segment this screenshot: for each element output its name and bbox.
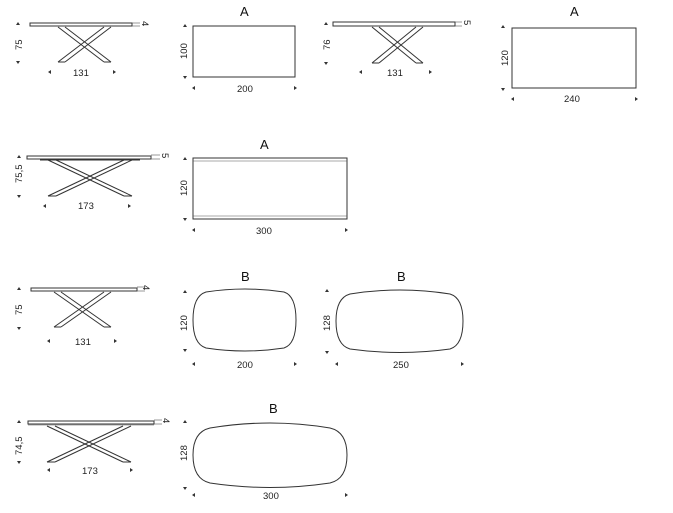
height-label: 74,5 (14, 437, 25, 456)
width-label: 131 (73, 68, 89, 79)
length-label: 200 (237, 84, 253, 95)
width-label: 173 (82, 466, 98, 477)
top-view-a-3: A 120 300 (179, 137, 348, 237)
width-label: 131 (75, 337, 91, 348)
model-label: A (570, 4, 579, 19)
depth-label: 128 (179, 445, 190, 461)
model-label: A (240, 4, 249, 19)
thickness-label: 5 (461, 20, 472, 25)
depth-label: 120 (179, 315, 190, 331)
depth-label: 120 (179, 180, 190, 196)
height-label: 75,5 (14, 165, 25, 184)
side-view-3: 5 75,5 173 (14, 153, 170, 212)
top-view-b-1: B 120 200 (179, 269, 297, 371)
model-label: B (269, 401, 278, 416)
model-label: B (397, 269, 406, 284)
length-label: 240 (564, 94, 580, 105)
width-label: 131 (387, 68, 403, 79)
length-label: 200 (237, 360, 253, 371)
height-label: 76 (322, 39, 333, 50)
depth-label: 100 (179, 43, 190, 59)
thickness-label: 4 (140, 285, 151, 290)
thickness-label: 5 (159, 153, 170, 158)
top-view-b-3: B 128 300 (179, 401, 348, 502)
depth-label: 128 (322, 315, 333, 331)
model-label: B (241, 269, 250, 284)
thickness-label: 4 (160, 418, 171, 423)
side-view-4: 4 75 131 (14, 285, 151, 348)
model-label: A (260, 137, 269, 152)
side-view-2: 5 76 131 (322, 20, 472, 79)
top-view-a-2: A 120 240 (500, 4, 638, 105)
depth-label: 120 (500, 50, 511, 66)
height-label: 75 (14, 304, 25, 315)
side-view-5: 4 74,5 173 (14, 418, 171, 477)
length-label: 250 (393, 360, 409, 371)
thickness-label: 4 (139, 21, 150, 26)
width-label: 173 (78, 201, 94, 212)
length-label: 300 (263, 491, 279, 502)
length-label: 300 (256, 226, 272, 237)
top-view-b-2: B 128 250 (322, 269, 464, 371)
side-view-1: 4 75 131 (14, 21, 150, 79)
height-label: 75 (14, 39, 25, 50)
top-view-a-1: A 100 200 (179, 4, 297, 95)
